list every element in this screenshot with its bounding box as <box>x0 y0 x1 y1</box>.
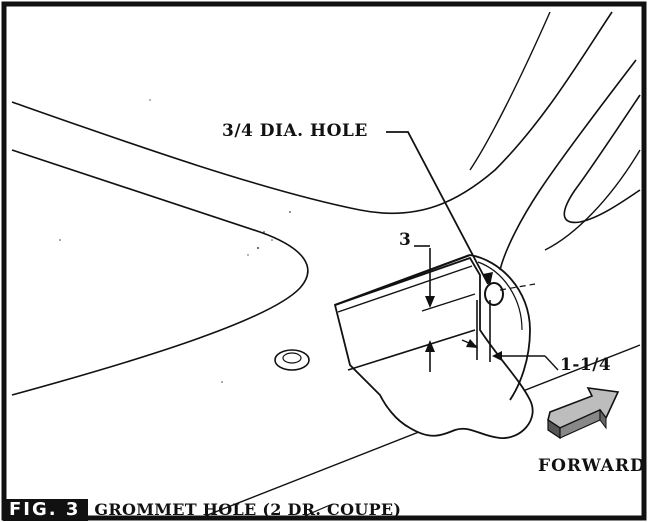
floor-line-stub <box>299 504 331 519</box>
panel-contour-upper <box>11 11 613 215</box>
rail-pocket <box>563 94 641 224</box>
grommet-hole <box>484 282 504 306</box>
forward-direction-label: FORWARD <box>538 456 646 476</box>
hole-callout-label: 3/4 DIA. HOLE <box>222 121 368 141</box>
cutaway-section <box>333 256 534 439</box>
hole-leader-arrow <box>483 272 493 286</box>
dim-3-arrow-down <box>425 296 435 308</box>
paper-specks <box>59 99 291 383</box>
dim-114-tab <box>544 355 559 371</box>
drain-hole-inner <box>282 352 302 364</box>
dim-3-extension-top <box>421 293 476 312</box>
vertical-dimension-label: 3 <box>399 230 411 250</box>
figure-number-badge: FIG. 3 <box>3 498 89 521</box>
cutaway-curve <box>469 254 531 401</box>
figure-caption: FIG. 3 GROMMET HOLE (2 DR. COUPE) <box>0 497 648 522</box>
rail-edge <box>544 149 641 251</box>
drain-hole <box>274 349 310 371</box>
dim-114-arrow <box>492 351 502 361</box>
channel-top-edge <box>334 253 471 307</box>
horizontal-dimension-label: 1-1/4 <box>560 355 612 375</box>
hole-leader <box>386 131 489 285</box>
hole-centerline <box>499 283 536 291</box>
rail-left <box>499 59 637 271</box>
figure-caption-text: GROMMET HOLE (2 DR. COUPE) <box>94 500 402 519</box>
dim-3-arrow-bottom <box>466 339 478 348</box>
dim-3-arrow-up <box>425 340 435 352</box>
floor-pan-outline <box>11 149 309 396</box>
panel-contour-ridge <box>469 11 551 171</box>
forward-arrow-icon <box>547 387 620 440</box>
channel-inner-edge <box>337 265 473 313</box>
channel-bottom-edge <box>347 329 476 371</box>
